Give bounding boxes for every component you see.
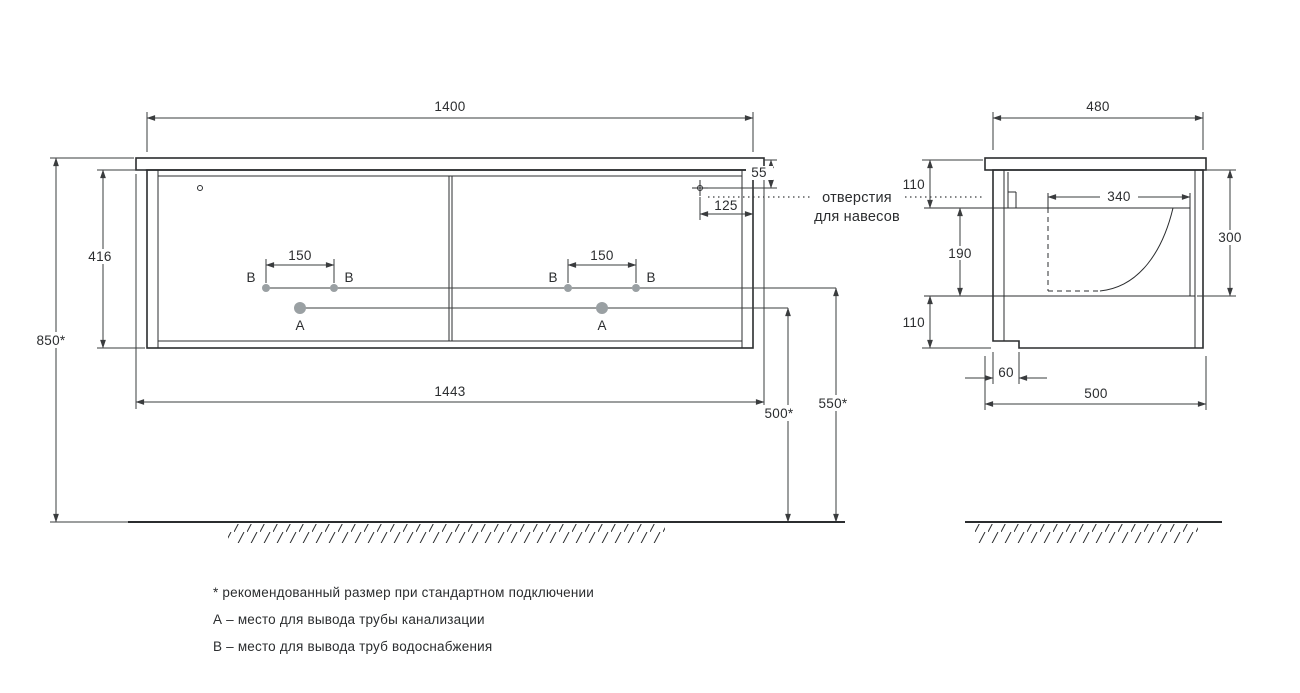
dim-front-body-height: 416 <box>85 169 145 349</box>
dim-front-mounting-height: 850* <box>32 157 134 523</box>
side-view: 480 110 190 110 <box>903 99 1247 543</box>
dim-front-bottom-width: 1443 <box>135 174 765 409</box>
side-hanger-bracket <box>1007 172 1017 208</box>
floor-hatch-right <box>975 524 1198 543</box>
dim-hanger-from-side: 125 <box>699 197 754 220</box>
dim-label-500: 500 <box>1084 386 1107 401</box>
dim-plinth-recess: 60 <box>965 352 1047 384</box>
hole-b-right-2 <box>632 284 640 292</box>
dim-label-550star: 550* <box>819 396 848 411</box>
hanger-hole-left-marker <box>197 185 203 191</box>
front-countertop <box>135 157 765 171</box>
note-a: А – место для вывода трубы канализации <box>213 612 485 627</box>
dim-label-416: 416 <box>88 249 111 264</box>
callout-line1: отверстия <box>822 190 892 206</box>
dim-label-150-right: 150 <box>590 248 613 263</box>
dim-side-bottom-depth: 500 <box>984 356 1207 410</box>
front-view: 1400 416 850* <box>32 99 855 543</box>
hole-a-left <box>294 302 306 314</box>
hole-label-a: А <box>295 318 304 333</box>
dim-side-inner-height: 300 <box>1197 169 1247 297</box>
hole-label-b: В <box>548 270 557 285</box>
dim-side-hanger-offset: 110 <box>903 159 983 209</box>
side-countertop <box>984 157 1207 171</box>
hole-label-a: А <box>597 318 606 333</box>
supply-and-drain-holes <box>262 284 640 314</box>
hole-label-b: В <box>246 270 255 285</box>
dim-label-55: 55 <box>751 165 767 180</box>
dim-label-340: 340 <box>1107 189 1130 204</box>
hole-b-left-2 <box>330 284 338 292</box>
side-cabinet-body <box>924 169 1204 349</box>
dim-side-top-depth: 480 <box>992 99 1204 150</box>
dim-label-110-top: 110 <box>903 177 925 192</box>
dim-a-hole-to-floor: 500* <box>757 307 801 523</box>
floor-left <box>128 521 845 543</box>
basin-section-profile <box>1047 193 1191 296</box>
note-b: В – место для вывода труб водоснабжения <box>213 639 492 654</box>
dim-side-middle: 190 <box>944 207 976 297</box>
hole-label-b: В <box>344 270 353 285</box>
dim-side-lower: 110 <box>903 295 991 349</box>
hole-a-right <box>596 302 608 314</box>
note-asterisk: * рекомендованный размер при стандартном… <box>213 585 594 600</box>
hole-b-right-1 <box>564 284 572 292</box>
dim-label-190: 190 <box>948 246 971 261</box>
dim-label-850: 850* <box>37 333 66 348</box>
notes: * рекомендованный размер при стандартном… <box>213 585 594 654</box>
dim-label-60: 60 <box>998 365 1014 380</box>
dim-label-480: 480 <box>1086 99 1109 114</box>
hanger-hole-right-marker <box>692 180 708 196</box>
floor-right <box>965 521 1222 543</box>
dim-front-top-width: 1400 <box>146 99 754 152</box>
dim-label-1400: 1400 <box>434 99 465 114</box>
callout-line2: для навесов <box>814 209 900 225</box>
dim-label-500star: 500* <box>765 406 794 421</box>
dim-b-spacing-left: 150 <box>265 248 335 283</box>
dim-label-1443: 1443 <box>434 384 465 399</box>
dim-label-150-left: 150 <box>288 248 311 263</box>
dim-label-125: 125 <box>714 198 737 213</box>
dim-label-110-bottom: 110 <box>903 315 925 330</box>
floor-hatch-left <box>228 524 665 543</box>
dim-b-spacing-right: 150 <box>567 248 637 283</box>
dim-label-300: 300 <box>1218 230 1241 245</box>
dim-basin-width: 340 <box>1047 189 1191 204</box>
dim-b-hole-to-floor: 550* <box>811 287 855 523</box>
front-cabinet-body <box>146 169 754 349</box>
hanger-callout: отверстия для навесов <box>708 190 985 225</box>
hole-b-left-1 <box>262 284 270 292</box>
hole-label-b: В <box>646 270 655 285</box>
dim-hanger-from-top: 55 <box>708 159 777 189</box>
